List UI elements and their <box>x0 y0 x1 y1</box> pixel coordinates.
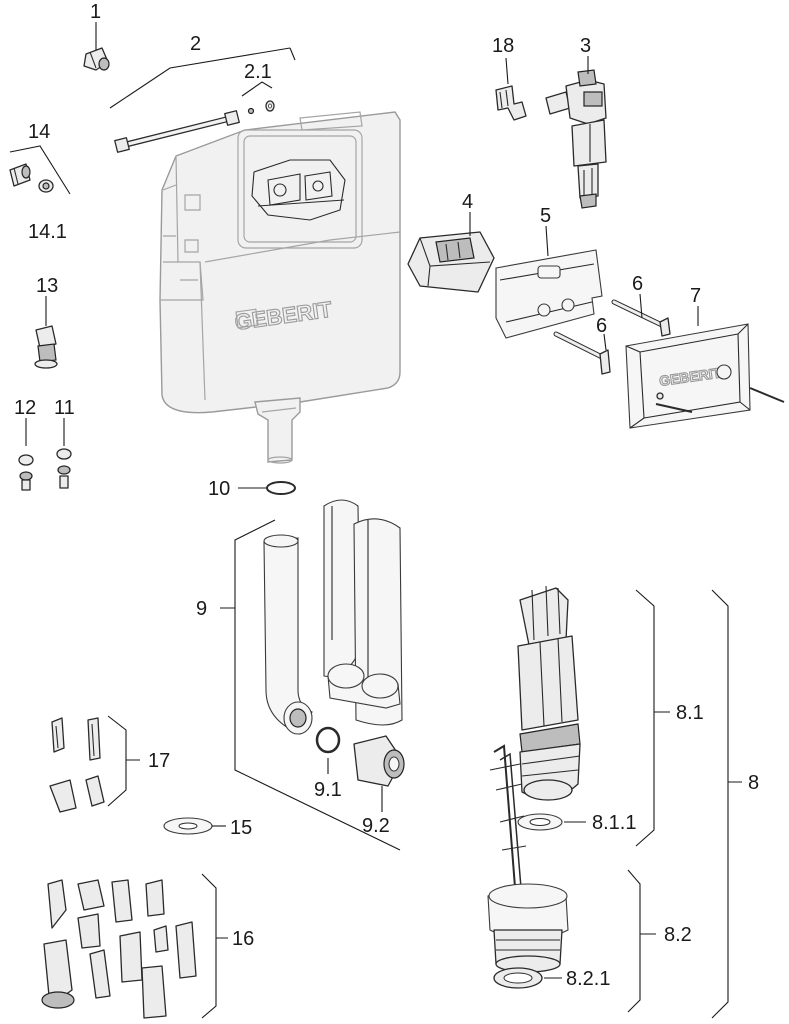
concealed-cistern: GEBERIT <box>159 111 401 464</box>
label-6-lower: 6 <box>596 315 607 337</box>
part-labels: 1 2 2.1 3 18 14 14.1 13 12 11 10 4 5 6 6… <box>14 1 759 990</box>
label-15: 15 <box>230 817 252 839</box>
label-10: 10 <box>208 478 230 500</box>
part-8-2-1-seal <box>493 967 543 989</box>
label-9-1: 9.1 <box>314 779 342 801</box>
part-6-rod-lower <box>553 331 611 375</box>
part-13-adapter <box>34 325 58 369</box>
label-9: 9 <box>196 598 207 620</box>
label-14: 14 <box>28 121 50 143</box>
label-8-1: 8.1 <box>676 702 704 724</box>
part-9-1-seal-ring <box>315 726 341 754</box>
label-8-1-1: 8.1.1 <box>592 812 636 834</box>
part-18-clip <box>495 85 527 121</box>
label-14-1: 14.1 <box>28 221 67 243</box>
label-13: 13 <box>36 275 58 297</box>
part-7-protective-box: GEBERIT <box>625 323 785 429</box>
part-9-flush-pipe-set <box>263 499 403 735</box>
label-11: 11 <box>54 397 75 419</box>
part-2-connection-hose <box>114 110 240 153</box>
part-14-1-nut <box>38 179 54 193</box>
label-7: 7 <box>690 285 701 307</box>
label-4: 4 <box>462 191 473 213</box>
part-12-screw-set <box>18 454 34 491</box>
label-8: 8 <box>748 772 759 794</box>
part-8-1-1-gasket <box>517 813 563 831</box>
part-1-valve-fitting <box>83 47 110 71</box>
part-6-rod-upper <box>611 299 671 337</box>
part-14-connector <box>9 163 31 187</box>
part-17-clip-set <box>49 717 105 813</box>
label-18: 18 <box>492 35 514 57</box>
part-3-fill-valve <box>545 69 607 209</box>
leader-lines <box>9 22 742 1019</box>
part-11-screw-set <box>56 448 72 489</box>
label-8-2: 8.2 <box>664 924 692 946</box>
label-5: 5 <box>540 205 551 227</box>
label-1: 1 <box>90 1 101 23</box>
part-8-1-flush-valve <box>517 585 581 801</box>
label-8-2-1: 8.2.1 <box>566 968 610 990</box>
part-8-2-bell <box>487 744 569 973</box>
label-9-2: 9.2 <box>362 815 390 837</box>
label-2: 2 <box>190 33 201 55</box>
part-16-small-parts-set <box>41 879 197 1019</box>
part-15-gasket <box>163 817 213 835</box>
label-6-upper: 6 <box>632 273 643 295</box>
label-17: 17 <box>148 750 170 772</box>
label-12: 12 <box>14 397 36 419</box>
part-2-1-seals <box>247 100 275 115</box>
part-5-mounting-plate <box>495 249 603 339</box>
part-10-o-ring <box>266 481 296 495</box>
part-4-actuation-module <box>407 231 495 293</box>
label-2-1: 2.1 <box>244 61 272 83</box>
label-16: 16 <box>232 928 254 950</box>
part-9-2-connector <box>353 735 405 787</box>
label-3: 3 <box>580 35 591 57</box>
